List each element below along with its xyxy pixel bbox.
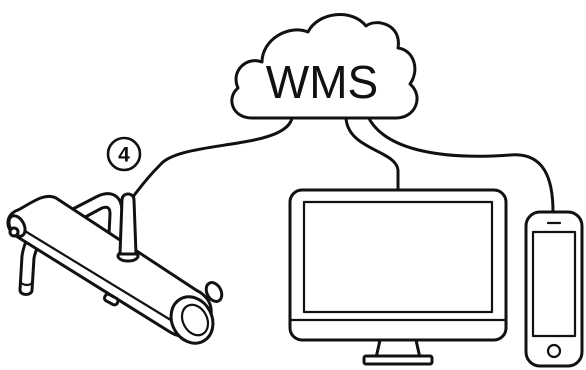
faucet-sensor (102, 292, 120, 307)
faucet-number-badge: 4 (106, 136, 142, 172)
faucet-device (6, 192, 224, 345)
phone-home-button (546, 343, 562, 359)
connection-line-faucet (130, 116, 294, 200)
monitor-device (288, 188, 508, 366)
cloud-outline (230, 13, 419, 120)
phone-device (524, 210, 584, 368)
badge-number: 4 (118, 144, 130, 167)
faucet-left-knob (8, 226, 20, 238)
faucet-neck (118, 192, 138, 256)
phone-body (524, 210, 584, 368)
faucet-side-knob (204, 281, 224, 303)
connection-lines (130, 110, 555, 214)
cloud-label: WMS (266, 56, 378, 108)
badge-circle (106, 136, 142, 172)
monitor-frame (288, 188, 508, 342)
connection-line-monitor (344, 116, 400, 192)
wms-cloud: WMS (230, 13, 419, 120)
faucet-right-knob-inner (180, 303, 210, 337)
faucet-spout-tip (18, 280, 35, 287)
monitor-base (362, 354, 434, 366)
faucet-body-line (18, 226, 176, 324)
monitor-screen (302, 200, 494, 314)
connection-line-phone (364, 110, 555, 214)
phone-screen (531, 230, 577, 338)
